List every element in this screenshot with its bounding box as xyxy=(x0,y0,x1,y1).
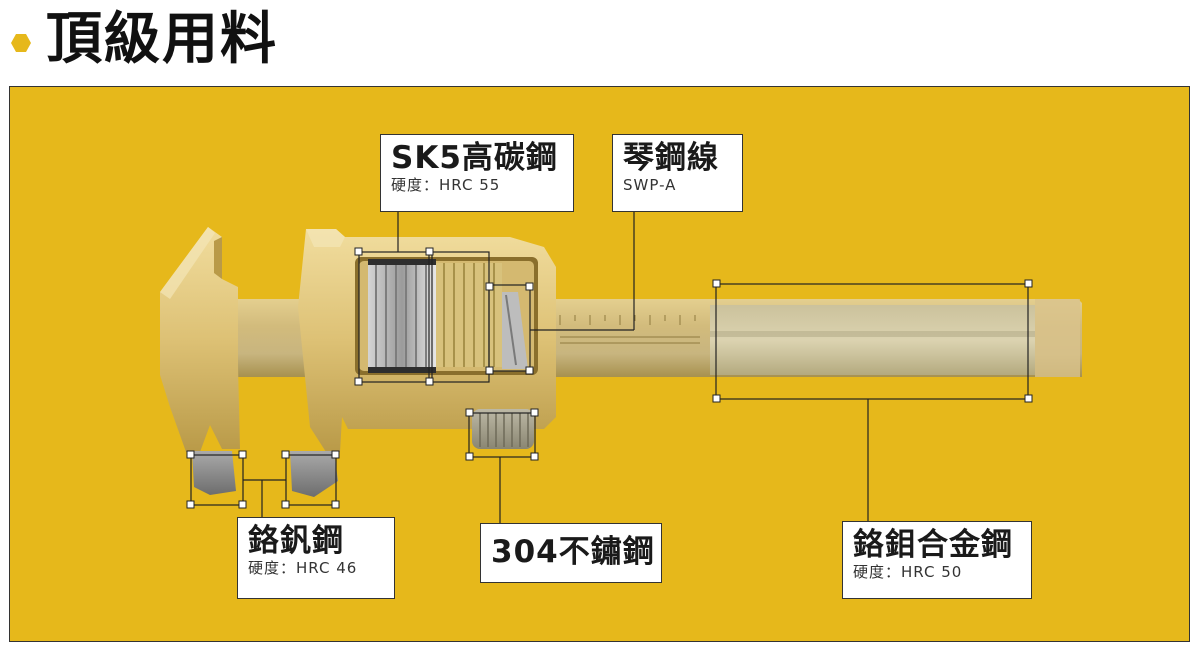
header: 頂級用料 xyxy=(0,0,1200,86)
page-title: 頂級用料 xyxy=(46,7,278,72)
callout-guides xyxy=(190,212,1029,523)
callout-chrome-moly-name: 鉻鉬合金鋼 xyxy=(853,527,1013,563)
callout-chrome-moly: 鉻鉬合金鋼 硬度：HRC 50 xyxy=(842,521,1032,599)
callout-chrome-vanadium-name: 鉻釩鋼 xyxy=(248,523,344,559)
callout-piano-wire-name: 琴鋼線 xyxy=(623,140,719,176)
piano-wire-spring xyxy=(502,292,528,369)
caliper-illustration xyxy=(160,212,1082,523)
hexagon-bullet-icon xyxy=(11,34,31,52)
callout-piano-wire-spec: SWP-A xyxy=(623,176,677,194)
callout-sk5-name: SK5高碳鋼 xyxy=(391,140,558,176)
callout-chrome-moly-spec: 硬度：HRC 50 xyxy=(853,563,963,581)
callout-stainless-name: 304不鏽鋼 xyxy=(491,534,655,570)
materials-panel: SK5高碳鋼 硬度：HRC 55 琴鋼線 SWP-A 鉻釩鋼 硬度：HRC 46… xyxy=(9,86,1190,642)
selection-handles xyxy=(186,247,1033,509)
callout-sk5: SK5高碳鋼 硬度：HRC 55 xyxy=(380,134,574,212)
thumb-wheel xyxy=(472,409,534,449)
callout-chrome-vanadium: 鉻釩鋼 硬度：HRC 46 xyxy=(237,517,395,599)
callout-chrome-vanadium-spec: 硬度：HRC 46 xyxy=(248,559,358,577)
fixed-jaw xyxy=(160,227,240,452)
callout-sk5-spec: 硬度：HRC 55 xyxy=(391,176,501,194)
sk5-spring-block xyxy=(368,259,502,373)
callout-stainless: 304不鏽鋼 xyxy=(480,523,662,583)
callout-piano-wire: 琴鋼線 SWP-A xyxy=(612,134,743,212)
jaw-tips xyxy=(192,451,338,497)
